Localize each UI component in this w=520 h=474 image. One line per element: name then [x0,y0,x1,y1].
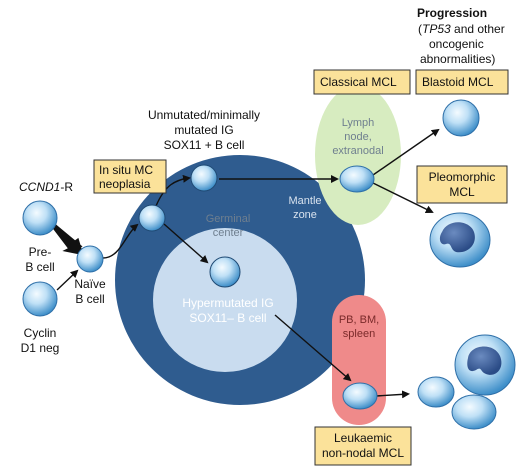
germinal-center-region [153,228,297,372]
hyper-label-1: Hypermutated IG [182,296,273,310]
leukaemic-cell-medium [417,376,455,408]
naive-label-1: Naïve [74,277,106,291]
leukaemic-cell-large [454,334,516,396]
ccnd1-label: CCND1-R [19,180,73,194]
lymph-label-3: extranodal [332,145,383,157]
in-situ-label-1: In situ MC [99,163,153,177]
pb-label-1: PB, BM, [339,314,379,326]
thick-arrow-pre-to-naive [52,224,84,256]
leukaemic-label-2: non-nodal MCL [322,446,404,460]
blastoid-mcl-label: Blastoid MCL [422,75,494,89]
pleomorphic-label-1: Pleomorphic [429,170,496,184]
mantle-label-2: zone [293,209,317,221]
arrow-to-blastoid [372,128,440,176]
arrow-cyclin-to-naive [56,269,79,291]
pre-b-label-2: B cell [25,260,54,274]
germinal-label-2: center [213,227,244,239]
cyclin-label-2: D1 neg [21,341,60,355]
leukaemic-label-1: Leukaemic [334,431,392,445]
arrow-hyper-to-blood [274,314,352,382]
classical-mcl-label: Classical MCL [320,75,397,89]
progression-title: Progression [417,6,487,20]
arrow-insitu-to-unmutated [155,174,191,207]
blastoid-mcl-box: Blastoid MCL [415,69,509,95]
arrow-insitu-to-hyper [163,223,209,264]
mantle-label-1: Mantle [288,195,321,207]
blastoid-cell [442,99,480,137]
lymph-node-cell [339,165,375,193]
cyclin-label-1: Cyclin [24,326,57,340]
cyclin-d1-neg-cell [22,281,58,317]
arrow-to-pleomorphic [372,182,434,213]
leukaemic-mcl-box: Leukaemic non-nodal MCL [314,426,412,466]
pleomorphic-cell [429,212,491,268]
pb-label-2: spleen [343,328,375,340]
pre-b-label-1: Pre- [29,245,52,259]
in-situ-label-2: neoplasia [99,177,151,191]
progression-sub-2: oncogenic [429,37,484,51]
hypermutated-cell [209,256,241,288]
unmutated-cell [190,164,218,192]
arrow-naive-to-insitu [102,223,139,259]
leukaemic-cell-small [451,394,497,430]
blood-cell [342,382,378,410]
arrow-to-leukaemic [375,390,410,399]
naive-label-2: B cell [75,292,104,306]
in-situ-box: In situ MC neoplasia [93,159,167,194]
unmutated-label-1: Unmutated/minimally [148,108,260,122]
lymph-node-region [315,85,401,225]
pre-b-cell [22,200,58,236]
progression-sub-3: abnormalities) [420,52,495,66]
unmutated-label-3: SOX11 + B cell [164,138,245,152]
classical-mcl-box: Classical MCL [313,69,411,95]
lymph-label-2: node, [344,131,372,143]
naive-b-cell [76,245,104,273]
in-situ-cell [138,204,166,232]
unmutated-label-2: mutated IG [174,123,233,137]
pleomorphic-mcl-box: Pleomorphic MCL [416,165,508,204]
hyper-label-2: SOX11– B cell [189,311,266,325]
pleomorphic-label-2: MCL [449,185,475,199]
progression-sub-1: (TP53 and other [418,22,505,36]
lymph-label-1: Lymph [342,117,375,129]
germinal-label-1: Germinal [206,213,251,225]
